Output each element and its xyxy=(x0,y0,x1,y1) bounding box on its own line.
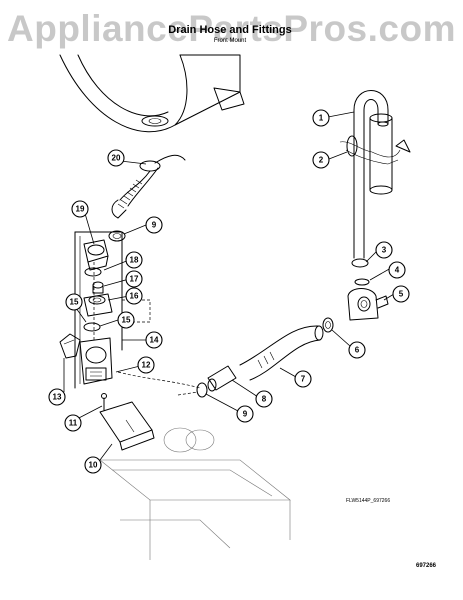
callout-19: 19 xyxy=(71,200,89,218)
pump-impeller xyxy=(92,281,104,294)
callout-15-right: 15 xyxy=(117,311,135,329)
svg-text:9: 9 xyxy=(152,221,157,230)
callout-14: 14 xyxy=(145,331,163,349)
drain-standpipe xyxy=(353,90,393,259)
callout-20: 20 xyxy=(107,149,125,167)
hose-clamp-upper xyxy=(108,230,126,242)
callout-17: 17 xyxy=(125,270,143,288)
callout-1: 1 xyxy=(312,109,330,127)
mounting-screw xyxy=(101,393,107,411)
pump-body xyxy=(83,293,113,317)
callout-18: 18 xyxy=(125,251,143,269)
pump-motor xyxy=(79,337,113,385)
pump-bracket xyxy=(99,401,155,451)
standpipe-chain xyxy=(339,135,411,165)
svg-text:18: 18 xyxy=(130,256,139,265)
figure-code: FLW5144P_697266 xyxy=(346,498,391,504)
drain-connector xyxy=(347,278,389,321)
callout-5: 5 xyxy=(392,285,410,303)
page-number: 697266 xyxy=(416,563,437,569)
assembly-path xyxy=(177,391,199,396)
svg-text:16: 16 xyxy=(130,292,139,301)
cabinet-base xyxy=(99,427,291,560)
hose-clamp-elbow xyxy=(196,382,208,398)
diagram-subtitle: Front Mount xyxy=(213,38,247,44)
svg-text:14: 14 xyxy=(150,336,159,345)
hose-clamp-lower xyxy=(322,317,334,333)
svg-text:19: 19 xyxy=(76,205,85,214)
svg-text:1: 1 xyxy=(319,114,324,123)
svg-text:3: 3 xyxy=(382,246,387,255)
pump-cover xyxy=(83,239,109,271)
motor-connector xyxy=(59,333,81,359)
svg-text:15: 15 xyxy=(122,316,131,325)
svg-text:7: 7 xyxy=(301,375,306,384)
svg-text:20: 20 xyxy=(112,154,121,163)
seal-ring xyxy=(84,267,102,277)
o-ring xyxy=(83,322,101,332)
callout-11: 11 xyxy=(64,414,82,432)
svg-text:9: 9 xyxy=(243,410,248,419)
svg-text:10: 10 xyxy=(89,461,98,470)
svg-text:2: 2 xyxy=(319,156,324,165)
callout-9-lower: 9 xyxy=(236,405,254,423)
wire-harness xyxy=(117,371,201,389)
svg-text:5: 5 xyxy=(399,290,404,299)
callout-7: 7 xyxy=(294,370,312,388)
callout-9-upper: 9 xyxy=(145,216,163,234)
callout-13: 13 xyxy=(48,388,66,406)
hose-elbow xyxy=(207,365,237,392)
callout-3: 3 xyxy=(375,241,393,259)
svg-text:17: 17 xyxy=(130,275,139,284)
svg-text:11: 11 xyxy=(69,419,78,428)
callout-10: 10 xyxy=(84,456,102,474)
tub-housing xyxy=(59,54,245,133)
svg-text:13: 13 xyxy=(53,393,62,402)
svg-text:12: 12 xyxy=(142,361,151,370)
diagram-title: Drain Hose and Fittings xyxy=(168,24,292,36)
callout-15-left: 15 xyxy=(65,293,83,311)
callout-16: 16 xyxy=(125,287,143,305)
drain-hose xyxy=(239,325,324,381)
callout-6: 6 xyxy=(348,341,366,359)
callout-4: 4 xyxy=(388,261,406,279)
callout-2: 2 xyxy=(312,151,330,169)
callout-8: 8 xyxy=(255,390,273,408)
svg-text:4: 4 xyxy=(395,266,400,275)
svg-text:8: 8 xyxy=(262,395,267,404)
callout-12: 12 xyxy=(137,356,155,374)
standpipe-ring xyxy=(351,258,369,268)
svg-text:15: 15 xyxy=(70,298,79,307)
leader-lines xyxy=(63,111,395,461)
tub-hose xyxy=(111,154,186,219)
svg-text:6: 6 xyxy=(355,346,360,355)
